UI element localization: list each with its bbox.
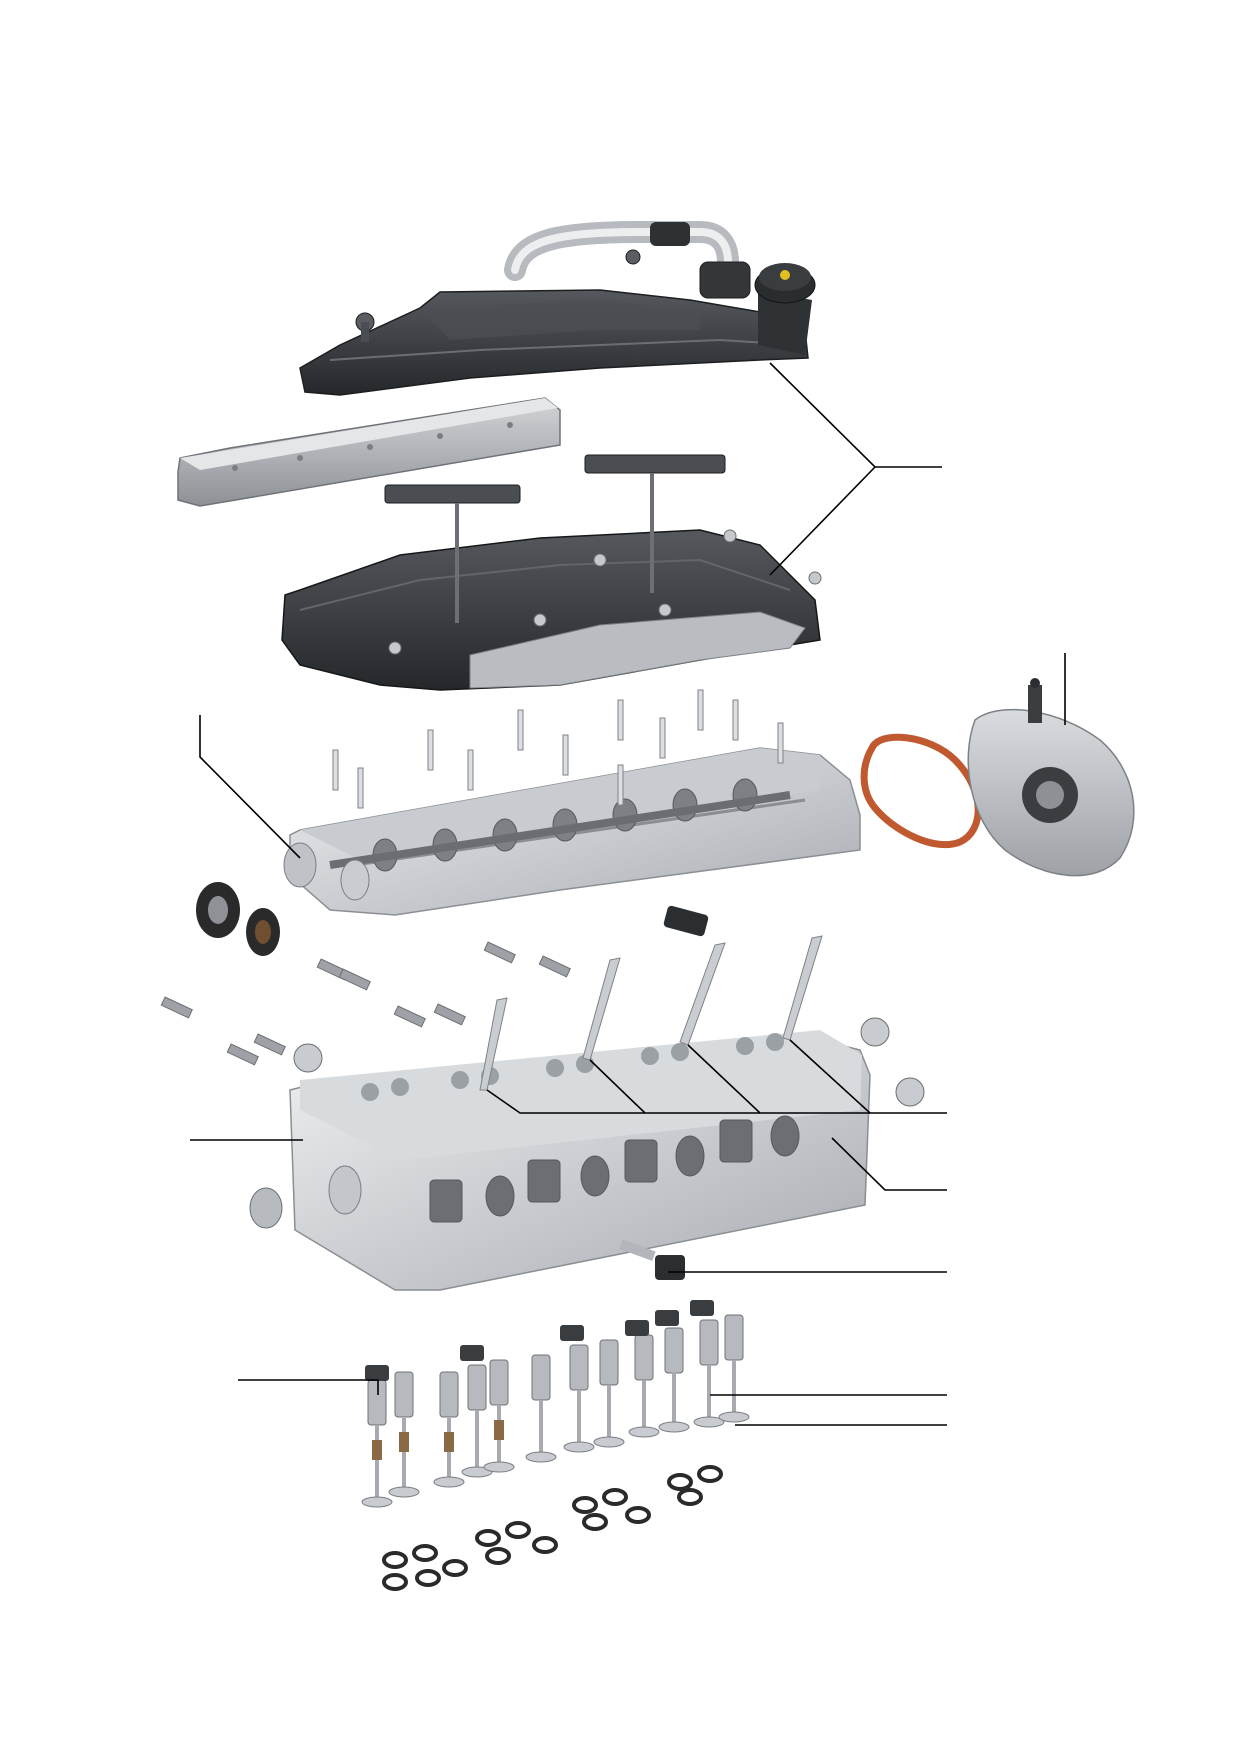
oil-filler-cap bbox=[754, 263, 816, 355]
sensor-lower bbox=[619, 1239, 685, 1280]
sensor-upper bbox=[663, 905, 709, 937]
camshaft-housing bbox=[283, 747, 861, 916]
cylinder-head bbox=[289, 1030, 871, 1291]
cylinder-head-cover-lower bbox=[281, 454, 822, 691]
side-port-callout bbox=[831, 1137, 947, 1191]
camshaft-housing-callout bbox=[199, 715, 301, 859]
valve-stem-seals bbox=[382, 1465, 723, 1591]
roller-rocker-callout bbox=[238, 1379, 379, 1395]
cylinder-head-cover-upper bbox=[299, 249, 809, 396]
valve-train bbox=[361, 1300, 750, 1508]
callout-lines bbox=[190, 362, 1066, 1426]
vacuum-pump-gasket bbox=[860, 733, 982, 849]
glow-plugs bbox=[479, 935, 823, 1091]
camshaft-bolts bbox=[332, 689, 784, 809]
dowels-and-studs bbox=[160, 941, 925, 1229]
cover-callout-lower-branch bbox=[769, 466, 876, 576]
heat-shield bbox=[177, 397, 561, 507]
breather-hose bbox=[504, 221, 751, 299]
camshaft-seals bbox=[196, 882, 280, 956]
vacuum-pump bbox=[967, 678, 1135, 877]
cover-callout bbox=[769, 362, 942, 468]
glow-plug-callout-branch-1 bbox=[486, 1089, 645, 1114]
